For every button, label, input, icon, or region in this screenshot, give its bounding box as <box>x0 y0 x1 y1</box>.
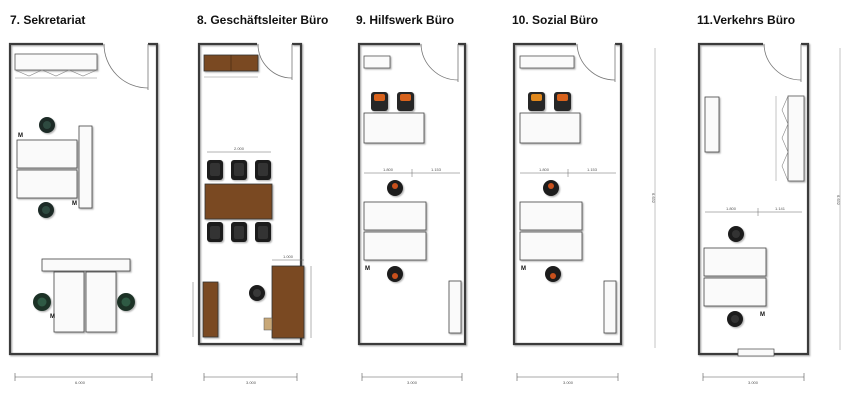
desk <box>363 231 427 261</box>
executive-desk <box>271 265 305 339</box>
desk-dimension: 1.000 <box>283 254 294 259</box>
meeting-table <box>519 112 581 144</box>
width-dimension: 3.000 <box>407 380 418 385</box>
desk <box>53 271 85 333</box>
guest-chair <box>528 92 545 111</box>
office-chair <box>33 293 51 311</box>
office-chair <box>207 160 223 180</box>
room-geschaeftsleiter: 2.000 1.000 3.000 <box>192 42 312 385</box>
desk-marker: M <box>365 266 370 272</box>
office-chair <box>727 311 743 327</box>
desk <box>519 231 583 261</box>
desk <box>703 247 767 277</box>
guest-chair <box>397 92 414 111</box>
shelf <box>519 55 575 69</box>
office-chair <box>545 266 561 282</box>
desk-marker: M <box>521 266 526 272</box>
desk <box>363 201 427 231</box>
width-dimension: 3.000 <box>246 380 257 385</box>
room-title-sekretariat: 7. Sekretariat <box>10 13 86 27</box>
shelf <box>363 55 391 69</box>
width-dimension: 6.000 <box>75 380 86 385</box>
desk-marker: M <box>760 312 765 318</box>
guest-chair <box>371 92 388 111</box>
door-swing <box>420 43 459 82</box>
meeting-table <box>363 112 425 144</box>
guest-chair <box>554 92 571 111</box>
dimension: 1.800 <box>539 167 550 172</box>
dimension: 1.800 <box>383 167 394 172</box>
office-chair <box>387 266 403 282</box>
counter <box>41 258 131 272</box>
width-dimension: 3.000 <box>748 380 759 385</box>
office-chair <box>728 226 744 242</box>
room-wall <box>357 42 467 346</box>
room-wall <box>697 42 810 356</box>
room-verkehrs: 1.800 1.141 M 3.000 6.632 <box>697 42 841 385</box>
office-chair <box>255 222 271 242</box>
room-title-verkehrs: 11.Verkehrs Büro <box>697 13 796 27</box>
height-dimension: 6.632 <box>836 195 841 206</box>
door-swing <box>763 43 802 82</box>
table-dimension: 2.000 <box>234 146 245 151</box>
office-chair <box>117 293 135 311</box>
office-chair <box>387 180 403 196</box>
desk <box>703 277 767 307</box>
office-chair <box>255 160 271 180</box>
office-chair <box>38 202 54 218</box>
cabinet <box>202 281 219 338</box>
office-chair <box>207 222 223 242</box>
dimension: 1.800 <box>726 206 737 211</box>
desk-marker: M <box>18 133 23 139</box>
door-swing <box>257 43 293 80</box>
cabinet <box>603 280 617 334</box>
desk <box>519 201 583 231</box>
dimension: 1.141 <box>775 206 786 211</box>
office-chair <box>249 285 265 301</box>
office-chair <box>543 180 559 196</box>
desk <box>16 169 78 199</box>
height-dimension: 6.632 <box>651 193 656 204</box>
shelf-cabinet <box>787 95 805 182</box>
room-title-sozial: 10. Sozial Büro <box>512 13 599 27</box>
room-sekretariat: M M M 6.000 <box>8 42 159 385</box>
desk <box>85 271 117 333</box>
cabinet <box>704 96 720 153</box>
room-wall <box>197 42 303 346</box>
dimension: 1.153 <box>587 167 598 172</box>
window-sill <box>737 348 775 357</box>
room-title-geschaeftsleiter: 8. Geschäftsleiter Büro <box>197 13 329 27</box>
room-wall <box>8 42 159 356</box>
side-cabinet <box>78 125 93 209</box>
office-chair <box>231 160 247 180</box>
shelf-cabinet <box>14 53 98 71</box>
room-sozial: 1.800 1.153 M 3.000 6.632 <box>512 42 656 385</box>
room-wall <box>512 42 623 346</box>
cabinet <box>448 280 462 334</box>
dimension: 1.153 <box>431 167 442 172</box>
office-chair <box>231 222 247 242</box>
office-chair <box>39 117 55 133</box>
desk-marker: M <box>72 201 77 207</box>
desk-marker: M <box>50 314 55 320</box>
conference-table <box>204 183 273 220</box>
desk <box>16 139 78 169</box>
width-dimension: 3.000 <box>563 380 574 385</box>
door-swing <box>576 43 616 82</box>
door-swing <box>103 43 149 90</box>
room-hilfswerk: 1.800 1.153 M 3.000 <box>357 42 467 385</box>
room-title-hilfswerk: 9. Hilfswerk Büro <box>356 13 455 27</box>
